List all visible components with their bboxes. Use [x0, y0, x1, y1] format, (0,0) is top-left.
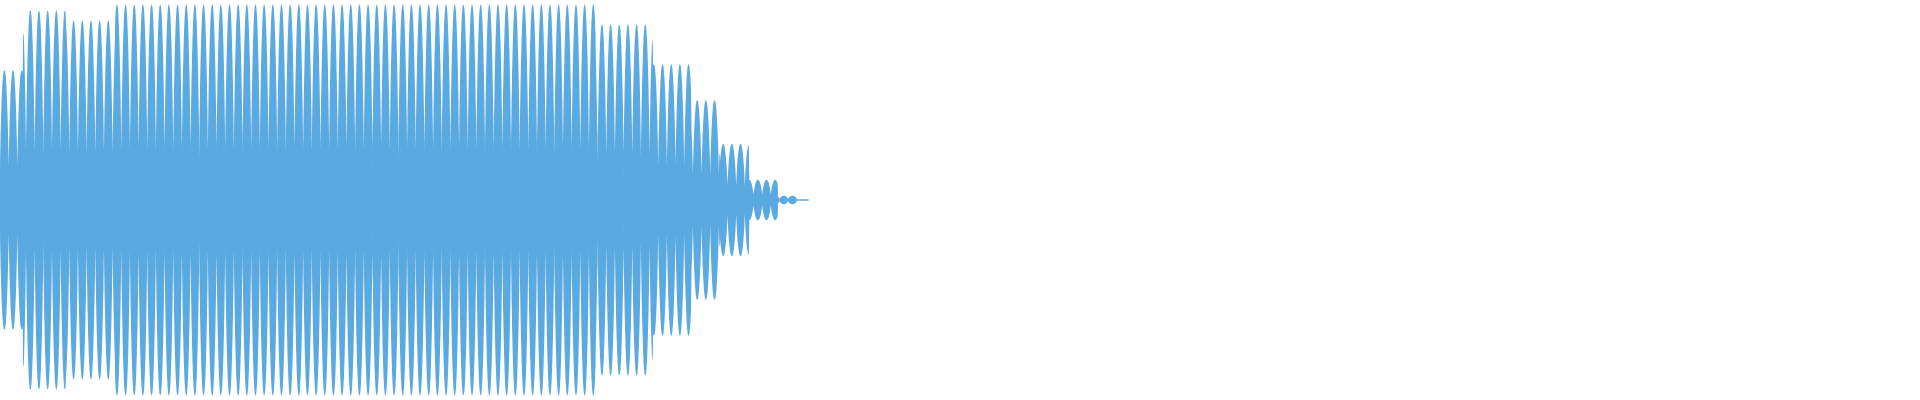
- waveform-graphic: [0, 3, 809, 397]
